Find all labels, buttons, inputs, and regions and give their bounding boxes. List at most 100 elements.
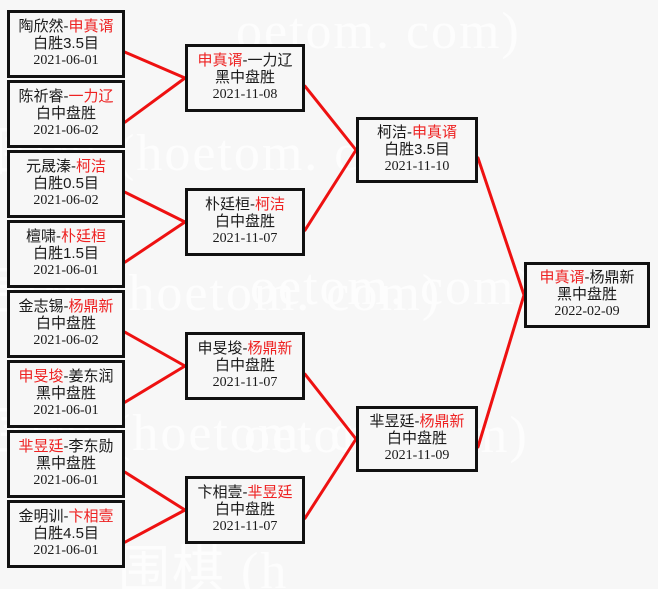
match-result: 黑中盘胜 [35,385,96,403]
match-result: 白中盘胜 [214,213,275,231]
player-separator: - [63,298,69,316]
connector-line [476,293,526,449]
player-separator: - [407,124,412,142]
match-date: 2021-11-08 [212,86,278,102]
match-date: 2021-11-07 [212,374,278,390]
match-players: 陈祈睿-一力辽 [18,88,114,106]
watermark-text: oetom. com) [250,259,535,316]
match-date: 2021-06-02 [33,122,99,138]
player-right: 杨鼎新 [589,269,635,287]
player-left: 卞相壹 [197,484,243,502]
connector-line [303,84,358,152]
match-players: 申旻埈-姜东润 [18,368,114,386]
match-players: 元晟溱-柯洁 [25,158,106,176]
match-players: 金志锡-杨鼎新 [18,298,113,316]
match-players: 卞相壹-芈昱廷 [197,484,292,502]
player-separator: - [56,228,61,246]
player-right: 申真谞 [412,124,458,142]
connector-line [303,437,358,520]
player-left: 陶欣然 [18,18,64,36]
player-left: 柯洁 [376,124,407,142]
player-right: 卞相壹 [68,508,114,526]
match-date: 2021-06-01 [33,472,99,488]
player-separator: - [242,52,248,70]
match-players: 金明训-卞相壹 [18,508,114,526]
player-right: 姜东润 [68,368,114,386]
player-right: 杨鼎新 [247,340,293,358]
player-right: 柯洁 [255,196,286,214]
connector-line [123,76,187,124]
match-players: 朴廷桓-柯洁 [205,196,286,214]
player-separator: - [250,196,255,214]
match-players: 申真谞-杨鼎新 [539,269,635,287]
match-result: 白中盘胜 [214,357,275,375]
match-date: 2021-11-07 [212,230,278,246]
player-left: 申真谞 [539,269,585,287]
player-left: 芈昱廷 [18,438,64,456]
watermark-text: 围棋 (h [118,543,289,589]
match-players: 柯洁-申真谞 [376,124,458,142]
connector-line [123,190,187,224]
match-result: 白中盘胜 [35,315,96,333]
connector-line [123,220,187,264]
player-separator: - [63,368,69,386]
player-right: 申真谞 [68,18,114,36]
player-left: 元晟溱 [25,158,71,176]
player-right: 朴廷桓 [61,228,107,246]
match-date: 2021-06-02 [33,332,99,348]
player-left: 芈昱廷 [369,413,415,431]
match-result: 白胜3.5目 [384,141,450,159]
match-date: 2021-11-09 [384,447,450,463]
match-result: 黑中盘胜 [556,286,617,304]
connector-line [123,470,187,512]
match-result: 白胜0.5目 [33,175,99,193]
player-left: 申旻埈 [18,368,64,386]
connector-line [123,364,187,404]
match-result: 白胜1.5目 [33,245,99,263]
match-players: 芈昱廷-杨鼎新 [369,413,465,431]
match-date: 2021-11-10 [384,158,450,174]
connector-line [303,372,358,441]
match-players: 申旻埈-杨鼎新 [197,340,293,358]
player-left: 陈祈睿 [18,88,64,106]
match-result: 白中盘胜 [35,105,96,123]
player-separator: - [63,438,69,456]
player-separator: - [242,340,248,358]
connector-line [123,330,187,368]
player-left: 申真谞 [197,52,243,70]
match-players: 檀啸-朴廷桓 [26,228,107,246]
player-right: 一力辽 [247,52,293,70]
player-right: 李东勋 [68,438,114,456]
match-date: 2022-02-09 [554,303,620,319]
player-left: 申旻埈 [197,340,243,358]
match-players: 芈昱廷-李东勋 [18,438,114,456]
connector-line [123,508,187,544]
match-result: 白胜4.5目 [33,525,99,543]
player-right: 杨鼎新 [419,413,465,431]
match-date: 2021-06-01 [33,52,99,68]
player-separator: - [242,484,248,502]
player-separator: - [584,269,590,287]
player-separator: - [414,413,420,431]
player-separator: - [71,158,76,176]
player-right: 一力辽 [68,88,114,106]
player-separator: - [63,88,69,106]
player-separator: - [63,18,69,36]
match-result: 黑中盘胜 [214,69,275,87]
player-left: 金志锡 [18,298,64,316]
